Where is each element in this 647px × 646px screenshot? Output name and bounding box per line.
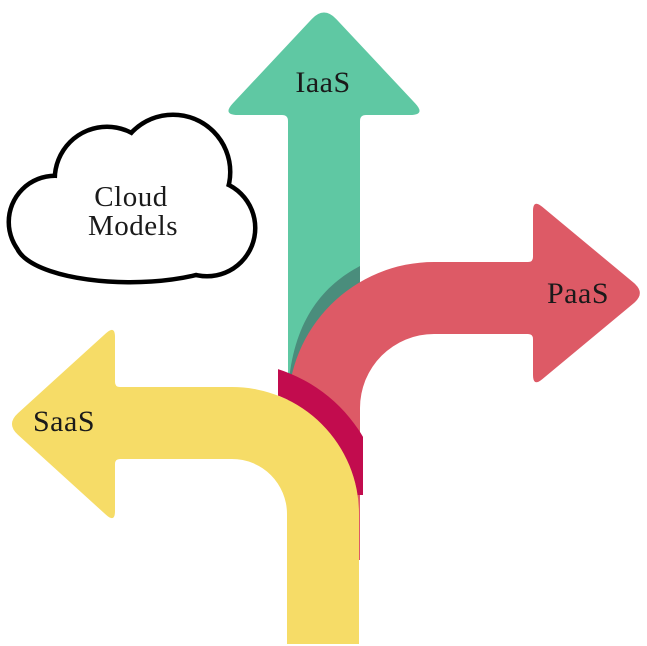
paas-label: PaaS <box>547 277 609 310</box>
saas-arrow <box>11 329 359 644</box>
cloud-icon: Cloud Models <box>6 112 258 285</box>
iaas-arrow <box>228 12 420 436</box>
cloud-body <box>11 117 253 280</box>
saas-label: SaaS <box>33 405 95 438</box>
cloud-title-line2: Models <box>88 210 178 242</box>
paas-arrow <box>288 203 640 560</box>
iaas-arrow-shape <box>228 12 420 436</box>
cloud-title-line1: Cloud <box>94 181 167 213</box>
paas-arrow-shape <box>288 203 640 560</box>
paas-saas-overlap-shade <box>278 369 363 495</box>
saas-arrow-shape <box>11 329 359 644</box>
iaas-label: IaaS <box>295 66 350 99</box>
